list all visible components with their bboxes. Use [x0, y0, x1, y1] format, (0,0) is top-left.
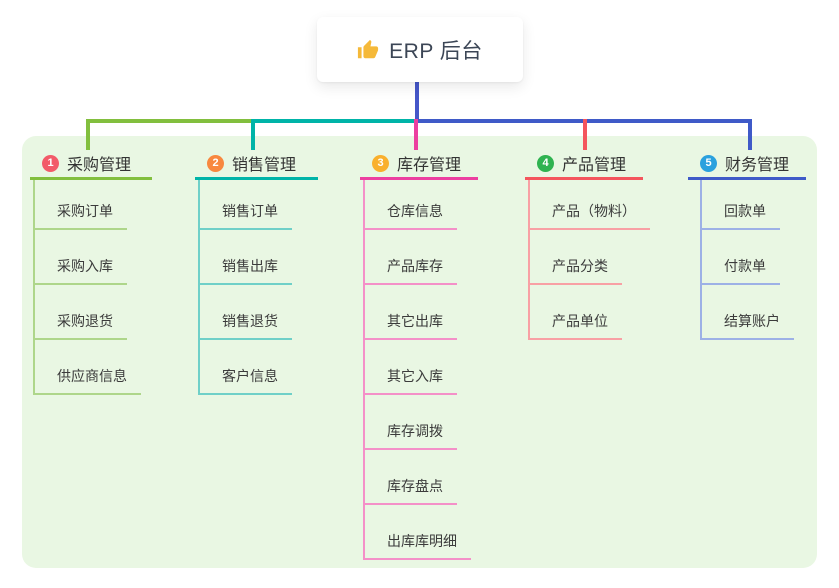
child-node[interactable]: 其它出库 — [363, 312, 457, 340]
child-node[interactable]: 仓库信息 — [363, 202, 457, 230]
child-node[interactable]: 采购订单 — [33, 202, 127, 230]
child-node[interactable]: 采购入库 — [33, 257, 127, 285]
child-node[interactable]: 库存盘点 — [363, 477, 457, 505]
child-node[interactable]: 结算账户 — [700, 312, 794, 340]
branch-node-5[interactable]: 5 财务管理 — [688, 150, 806, 180]
branch-drop-line-4 — [583, 119, 587, 150]
branch-node-2[interactable]: 2 销售管理 — [195, 150, 318, 180]
child-connector-line — [363, 180, 365, 560]
child-node[interactable]: 销售出库 — [198, 257, 292, 285]
child-node[interactable]: 回款单 — [700, 202, 780, 230]
child-node[interactable]: 客户信息 — [198, 367, 292, 395]
child-connector-line — [700, 180, 702, 340]
branch-node-1[interactable]: 1 采购管理 — [30, 150, 152, 180]
branch-node-label: 财务管理 — [725, 157, 790, 174]
branch-drop-line-3 — [414, 119, 418, 150]
branch-number-badge: 2 — [207, 154, 224, 172]
branch-number-badge: 3 — [372, 154, 389, 172]
child-node[interactable]: 供应商信息 — [33, 367, 141, 395]
child-node[interactable]: 付款单 — [700, 257, 780, 285]
branch-drop-line-2 — [251, 119, 255, 150]
child-node[interactable]: 产品分类 — [528, 257, 622, 285]
child-node[interactable]: 出库库明细 — [363, 532, 471, 560]
branch-node-label: 采购管理 — [67, 157, 132, 174]
child-node[interactable]: 产品（物料） — [528, 202, 650, 230]
child-node[interactable]: 产品单位 — [528, 312, 622, 340]
background-panel — [22, 136, 817, 568]
child-node[interactable]: 库存调拨 — [363, 422, 457, 450]
branch-drop-line-5 — [748, 119, 752, 150]
bus-segment-1 — [86, 119, 255, 123]
branch-node-4[interactable]: 4 产品管理 — [525, 150, 643, 180]
branch-node-label: 产品管理 — [562, 157, 627, 174]
root-connector-line — [415, 82, 419, 123]
child-connector-line — [528, 180, 530, 340]
child-connector-line — [33, 180, 35, 395]
branch-drop-line-1 — [86, 119, 90, 150]
root-node-title: ERP 后台 — [389, 39, 483, 63]
branch-number-badge: 5 — [700, 154, 717, 172]
branch-node-label: 库存管理 — [397, 157, 462, 174]
branch-node-3[interactable]: 3 库存管理 — [360, 150, 478, 180]
branch-number-badge: 4 — [537, 154, 554, 172]
child-connector-line — [198, 180, 200, 395]
root-node[interactable]: ERP 后台 — [317, 17, 523, 82]
child-node[interactable]: 销售退货 — [198, 312, 292, 340]
branch-node-label: 销售管理 — [232, 157, 297, 174]
child-node[interactable]: 产品库存 — [363, 257, 457, 285]
child-node[interactable]: 其它入库 — [363, 367, 457, 395]
thumbs-up-icon — [358, 39, 379, 58]
child-node[interactable]: 采购退货 — [33, 312, 127, 340]
bus-segment-2 — [251, 119, 418, 123]
branch-number-badge: 1 — [42, 154, 59, 172]
child-node[interactable]: 销售订单 — [198, 202, 292, 230]
